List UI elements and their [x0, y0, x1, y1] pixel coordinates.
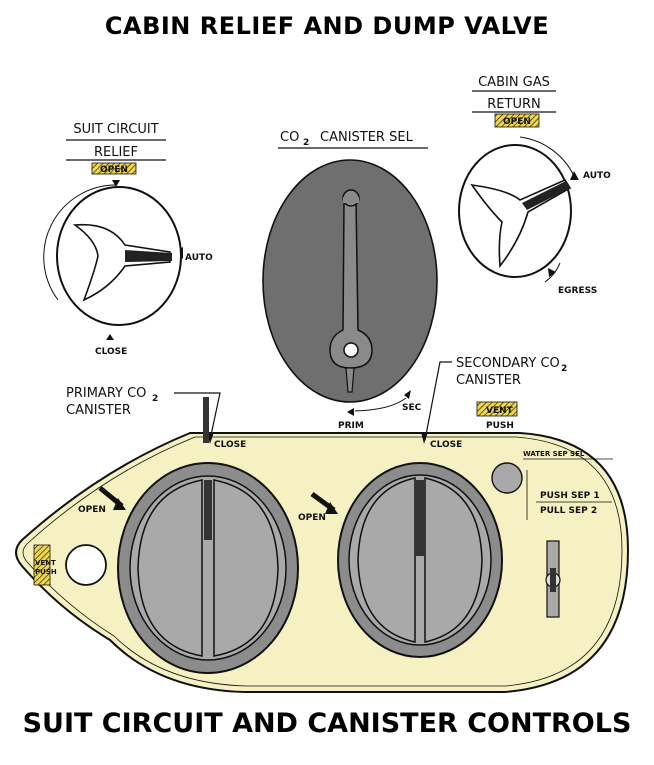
- suit-circuit-relief-knob[interactable]: [56, 186, 182, 326]
- cabin-gas-open-placard: [494, 113, 540, 128]
- water-sep-button[interactable]: [491, 462, 523, 494]
- cabin-gas-label-1: CABIN GAS: [478, 75, 550, 90]
- co2-canister-sel-group: CO 2 CANISTER SEL PRIM SEC: [262, 130, 438, 431]
- vent-push-placard: [476, 401, 518, 417]
- secondary-canister-label-sub: 2: [561, 364, 567, 374]
- primary-canister-label-sub: 2: [152, 394, 158, 404]
- vent-push-label-1: VENT: [486, 406, 514, 416]
- suit-circuit-relief-label-1: SUIT CIRCUIT: [73, 122, 158, 137]
- water-sep-lever[interactable]: [545, 540, 561, 618]
- co2-sel-label-sub: 2: [303, 138, 309, 148]
- co2-sel-prim-label: PRIM: [338, 421, 364, 431]
- secondary-close-label: CLOSE: [430, 440, 462, 450]
- primary-canister-label-2: CANISTER: [66, 403, 131, 418]
- suit-relief-open-pointer-icon: [112, 180, 120, 187]
- cabin-gas-return-group: CABIN GAS RETURN OPEN AUTO EGRESS: [458, 75, 611, 296]
- left-vent-label-2: PUSH: [35, 568, 57, 576]
- secondary-open-label: OPEN: [298, 513, 326, 523]
- cabin-gas-auto-label: AUTO: [583, 171, 611, 181]
- secondary-canister-label-2: CANISTER: [456, 373, 521, 388]
- primary-canister-callout: PRIMARY CO 2 CANISTER: [66, 386, 221, 444]
- push-sep1-label: PUSH SEP 1: [540, 491, 600, 501]
- primary-canister-knob[interactable]: [117, 462, 299, 674]
- secondary-canister-callout: SECONDARY CO 2 CANISTER: [421, 356, 567, 444]
- primary-canister-label-prefix: PRIMARY CO: [66, 386, 146, 401]
- co2-sel-prim-pointer-icon: [347, 408, 354, 416]
- co2-sel-label-suffix: CANISTER SEL: [320, 130, 414, 145]
- canister-control-panel: VENT PUSH OPEN OPEN CLOSE CLOSE: [15, 401, 630, 693]
- secondary-canister-label-prefix: SECONDARY CO: [456, 356, 560, 371]
- co2-sel-sec-pointer-icon: [404, 390, 411, 399]
- suit-circuit-title: SUIT CIRCUIT AND CANISTER CONTROLS: [22, 708, 632, 739]
- suit-circuit-relief-group: SUIT CIRCUIT RELIEF OPEN AUTO CLOSE: [43, 122, 213, 357]
- secondary-canister-knob[interactable]: [337, 462, 503, 658]
- suit-relief-close-label: CLOSE: [95, 347, 127, 357]
- suit-relief-open-placard: [91, 162, 137, 175]
- suit-circuit-relief-label-2: RELIEF: [94, 145, 138, 160]
- cabin-gas-open-label: OPEN: [503, 117, 531, 127]
- vent-push-label-2: PUSH: [486, 421, 514, 431]
- left-vent-label-1: VENT: [35, 559, 56, 567]
- cabin-gas-egress-pointer-icon: [548, 268, 556, 277]
- water-sep-label: WATER SEP SEL: [523, 450, 585, 458]
- cabin-gas-auto-pointer-icon: [570, 171, 579, 180]
- cabin-gas-egress-label: EGRESS: [558, 286, 597, 296]
- cabin-relief-title: CABIN RELIEF AND DUMP VALVE: [104, 12, 550, 40]
- left-vent-placard: [33, 544, 51, 586]
- suit-relief-auto-label: AUTO: [185, 253, 213, 263]
- suit-relief-open-label: OPEN: [100, 165, 128, 175]
- cabin-gas-return-knob[interactable]: [458, 144, 572, 278]
- co2-canister-sel-knob[interactable]: [262, 159, 438, 403]
- suit-relief-close-pointer-icon: [106, 334, 114, 340]
- primary-open-label: OPEN: [78, 505, 106, 515]
- co2-sel-label-prefix: CO: [280, 130, 299, 145]
- pull-sep2-label: PULL SEP 2: [540, 506, 597, 516]
- cabin-gas-label-2: RETURN: [487, 97, 540, 112]
- co2-sel-sec-label: SEC: [402, 403, 422, 413]
- primary-close-label: CLOSE: [214, 440, 246, 450]
- panel-mounting-hole: [65, 544, 107, 586]
